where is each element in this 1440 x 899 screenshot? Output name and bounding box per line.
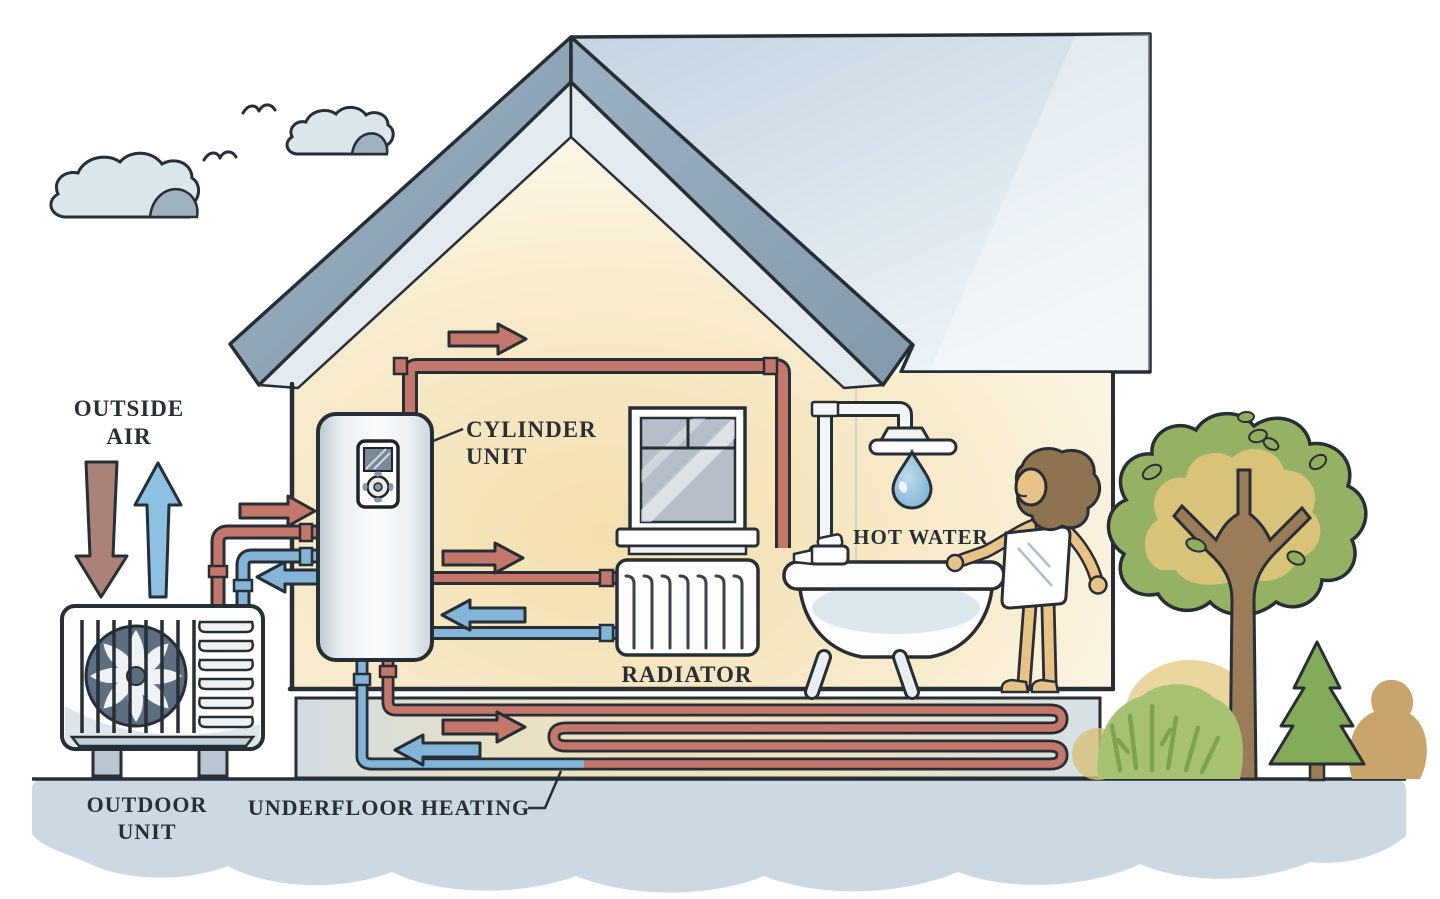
window: [615, 406, 760, 556]
outdoor-unit: [60, 604, 265, 778]
cloud-icon: [285, 105, 395, 156]
pipe-collar: [810, 400, 840, 418]
face: [1014, 467, 1048, 507]
warm-flow-arrow: [238, 494, 317, 528]
bath-faucet: [792, 533, 850, 566]
tree: [1106, 410, 1368, 781]
label-outdoor-unit-line2: UNIT: [117, 819, 176, 844]
outdoor-to-cylinder-pipes: [207, 522, 318, 606]
fan-grille: [80, 620, 196, 733]
bathtub: [782, 533, 1006, 700]
label-outdoor-unit-line1: OUTDOOR: [87, 792, 208, 817]
label-underfloor-heating: UNDERFLOOR HEATING: [248, 795, 530, 820]
label-hot-water: HOT WATER: [853, 525, 989, 549]
radiator-pipes: [430, 568, 618, 643]
tree-trunk: [1172, 468, 1313, 781]
label-outside-air-line2: AIR: [106, 424, 151, 449]
louvers: [198, 620, 254, 729]
ground: [32, 779, 1406, 893]
bird-icon: [241, 103, 277, 115]
pipe-collar: [352, 672, 372, 687]
label-cylinder-unit-line2: UNIT: [466, 444, 528, 469]
cool-flow-arrow: [393, 733, 482, 767]
roof-plane-highlight: [930, 34, 1150, 370]
label-cylinder-unit-line1: CYLINDER: [466, 417, 597, 442]
cloud-icon: [49, 151, 200, 219]
pipe-collar: [598, 568, 615, 588]
unit-leg: [91, 746, 123, 778]
outside-air-down-arrow: [74, 460, 129, 599]
pipe-collar: [378, 664, 398, 679]
pipe-collar: [207, 564, 229, 579]
warm-flow-arrow: [441, 541, 525, 575]
pipe-collar: [298, 522, 314, 543]
unit-leg: [197, 746, 229, 778]
cool-flow-arrow: [440, 598, 527, 632]
shower: [810, 400, 958, 562]
pipe-collar: [298, 546, 314, 567]
bush: [1097, 684, 1243, 779]
underfloor-leader-line: [528, 770, 563, 810]
fan-icon: [80, 620, 196, 733]
warm-flow-arrow: [447, 322, 528, 356]
person-bathing: [945, 447, 1108, 694]
leaf-icon: [1141, 410, 1328, 566]
outside-air-up-arrow: [133, 461, 183, 599]
cylinder-unit: [316, 412, 434, 662]
pipe-collar: [232, 578, 254, 593]
radiator: [615, 558, 760, 657]
pipe-collar: [762, 356, 779, 376]
control-panel: [356, 439, 400, 509]
hot-water-pipe: [392, 356, 791, 548]
label-outside-air-line1: OUTSIDE: [74, 396, 185, 421]
warm-flow-arrow: [441, 710, 527, 744]
label-radiator: RADIATOR: [621, 662, 752, 687]
pipe-collar: [392, 356, 409, 376]
cylinder-leader-line: [432, 427, 464, 443]
bird-icon: [202, 150, 238, 162]
pipe-collar: [598, 623, 615, 643]
water-droplet-icon: [891, 448, 933, 510]
roof: [228, 35, 914, 390]
underfloor-coil: [352, 660, 1069, 771]
pine-tree: [1268, 640, 1366, 782]
